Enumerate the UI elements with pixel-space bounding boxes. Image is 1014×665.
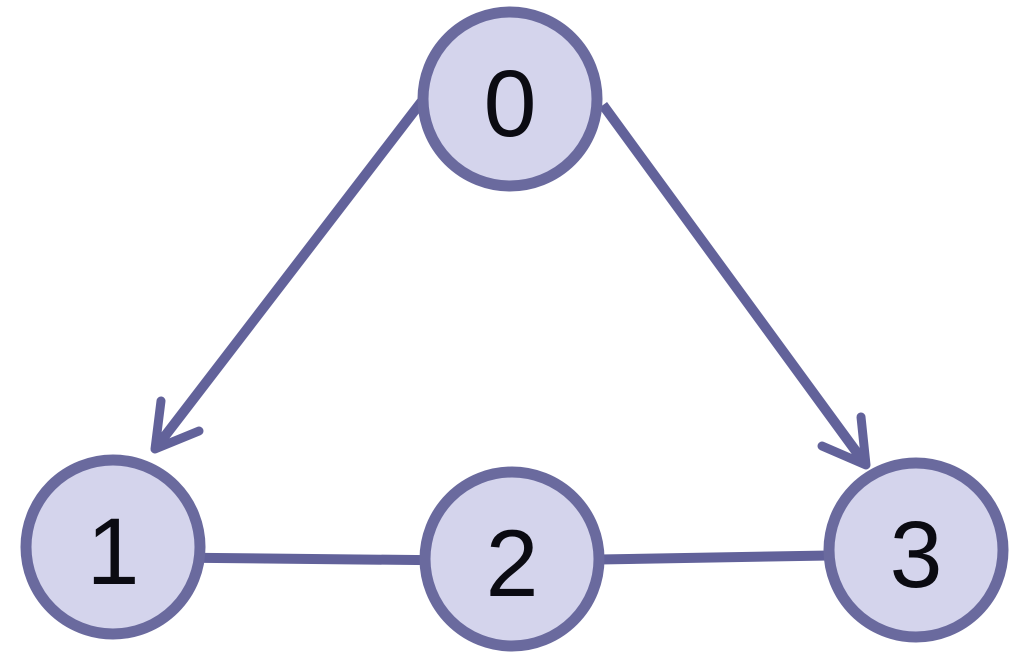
arrowhead-0-3-icon xyxy=(817,412,871,470)
node-0: 0 xyxy=(417,6,603,192)
node-2: 2 xyxy=(419,466,605,652)
node-1: 1 xyxy=(20,454,206,640)
edge-0-3-shaft xyxy=(598,102,871,468)
node-1-label: 1 xyxy=(87,499,140,605)
arrowhead-0-1-icon xyxy=(150,396,204,454)
node-3-label: 3 xyxy=(890,502,943,608)
node-1-circle xyxy=(20,454,206,640)
node-layer: 0 1 2 3 xyxy=(20,6,1009,652)
edge-0-1-shaft xyxy=(151,97,426,453)
node-3: 3 xyxy=(823,457,1009,643)
node-0-label: 0 xyxy=(484,51,537,157)
node-3-circle xyxy=(823,457,1009,643)
node-2-label: 2 xyxy=(486,511,539,617)
node-2-circle xyxy=(419,466,605,652)
node-0-circle xyxy=(417,6,603,192)
